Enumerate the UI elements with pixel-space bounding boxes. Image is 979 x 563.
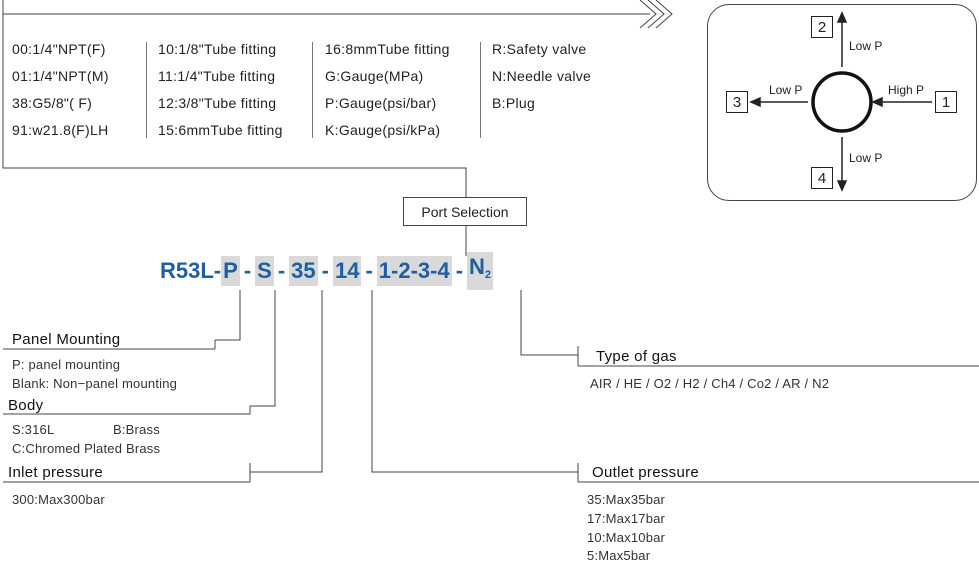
code-dash: -	[321, 258, 329, 283]
port-option: G:Gauge(MPa)	[325, 68, 424, 84]
model-code: R53L- P - S - 35 - 14 - 1-2-3-4 - N2	[160, 252, 494, 290]
chevron-1	[639, 0, 657, 29]
separator	[312, 42, 313, 138]
port-selection-label: Port Selection	[403, 197, 527, 226]
code-dash: -	[243, 258, 252, 283]
port-option: 01:1/4"NPT(M)	[12, 68, 109, 84]
port-option: P:Gauge(psi/bar)	[325, 95, 437, 111]
high-pressure-label: High P	[888, 83, 925, 97]
code-prefix: R53L-	[160, 258, 222, 283]
regulator-circle	[811, 71, 873, 133]
port-bracket-line	[2, 0, 467, 197]
outlet-pressure-option: 10:Max10bar	[587, 530, 666, 545]
port-option: 38:G5/8"( F)	[12, 95, 93, 111]
port-option: 15:6mmTube fitting	[158, 122, 283, 138]
low-pressure-label: Low P	[769, 83, 803, 97]
port-number-4: 4	[811, 167, 833, 189]
port-option: K:Gauge(psi/kPa)	[325, 122, 441, 138]
body-option: S:316L	[12, 422, 55, 437]
outlet-pressure-title: Outlet pressure	[592, 464, 700, 481]
body-title: Body	[8, 397, 44, 414]
outlet-pressure-option: 35:Max35bar	[587, 492, 666, 507]
outlet-pressure-option: 17:Max17bar	[587, 511, 666, 526]
flow-diagram	[707, 4, 977, 201]
code-dash: -	[365, 258, 373, 283]
panel-mounting-title: Panel Mounting	[12, 331, 121, 348]
outlet-pressure-option: 5:Max5bar	[587, 548, 651, 563]
code-gas: N2	[467, 252, 494, 290]
body-option: C:Chromed Plated Brass	[12, 441, 161, 456]
code-gas-subscript: 2	[484, 269, 492, 281]
port-option: N:Needle valve	[492, 68, 592, 84]
low-pressure-label: Low P	[849, 39, 883, 53]
separator	[480, 42, 481, 138]
code-body: S	[255, 256, 274, 286]
code-outlet-pressure: 14	[332, 256, 362, 286]
port-option: 00:1/4"NPT(F)	[12, 41, 106, 57]
code-panel-mounting: P	[221, 256, 240, 286]
port-option: 12:3/8"Tube fitting	[158, 95, 277, 111]
code-dash: -	[277, 258, 286, 283]
code-dash: -	[455, 258, 464, 283]
port-option: 10:1/8"Tube fitting	[158, 41, 277, 57]
panel-mounting-option: P: panel mounting	[12, 357, 121, 372]
gas-type-list: AIR / HE / O2 / H2 / Ch4 / Co2 / AR / N2	[590, 376, 830, 391]
gas-type-title: Type of gas	[596, 348, 677, 365]
port-number-1: 1	[935, 91, 957, 113]
low-pressure-label: Low P	[849, 151, 883, 165]
panel-mounting-option: Blank: Non−panel mounting	[12, 376, 178, 391]
separator	[146, 42, 147, 138]
port-option: 16:8mmTube fitting	[325, 41, 450, 57]
code-ports: 1-2-3-4	[376, 256, 452, 286]
port-number-2: 2	[811, 16, 833, 38]
code-gas-letter: N	[469, 254, 485, 279]
port-option: R:Safety valve	[492, 41, 587, 57]
port-option: B:Plug	[492, 95, 536, 111]
port-option: 11:1/4"Tube fitting	[158, 68, 276, 84]
inlet-pressure-option: 300:Max300bar	[12, 492, 105, 507]
code-inlet-pressure: 35	[289, 256, 318, 286]
body-option: B:Brass	[113, 422, 160, 437]
port-option: 91:w21.8(F)LH	[12, 122, 109, 138]
inlet-pressure-title: Inlet pressure	[8, 464, 104, 481]
port-number-3: 3	[726, 91, 748, 113]
